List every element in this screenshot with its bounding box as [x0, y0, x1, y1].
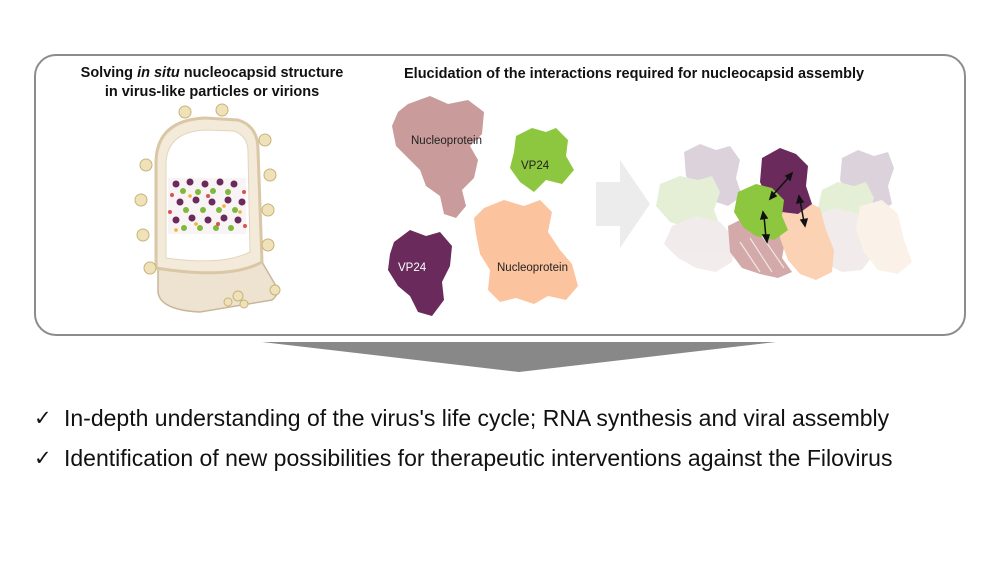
check-icon: ✓ [34, 406, 52, 430]
transition-arrow-icon [596, 160, 650, 248]
nucleoprotein-bottom-shape [474, 200, 578, 304]
conclusions-list: ✓ In-depth understanding of the virus's … [34, 398, 892, 478]
nucleoprotein-top-shape [392, 96, 484, 218]
virion-illustration [134, 103, 281, 313]
assembled-core [728, 148, 834, 280]
left-title-prefix: Solving [80, 65, 138, 81]
conclusion-arrow-icon [262, 342, 776, 372]
check-icon: ✓ [34, 446, 52, 470]
vp24-bottom-label: VP24 [398, 262, 427, 274]
nucleoprotein-bottom-label: Nucleoprotein [497, 262, 568, 274]
conclusion-text: Identification of new possibilities for … [64, 444, 893, 471]
assembled-complex [656, 144, 912, 274]
left-title-suffix: nucleocapsid structure [179, 65, 344, 81]
conclusion-item: ✓ Identification of new possibilities fo… [34, 438, 892, 478]
left-title-italic: in situ [137, 65, 180, 81]
left-panel-title: Solving in situ nucleocapsid structure i… [52, 64, 372, 102]
vp24-top-shape [510, 128, 574, 192]
vp24-bottom-shape [388, 230, 452, 316]
conclusion-text: In-depth understanding of the virus's li… [64, 404, 890, 431]
right-panel-title: Elucidation of the interactions required… [404, 66, 865, 82]
nucleocapsid-helix [168, 178, 247, 234]
vp24-top-label: VP24 [521, 160, 550, 172]
nucleoprotein-top-label: Nucleoprotein [411, 135, 482, 147]
conclusion-item: ✓ In-depth understanding of the virus's … [34, 398, 892, 438]
left-title-line2: in virus-like particles or virions [104, 84, 320, 100]
